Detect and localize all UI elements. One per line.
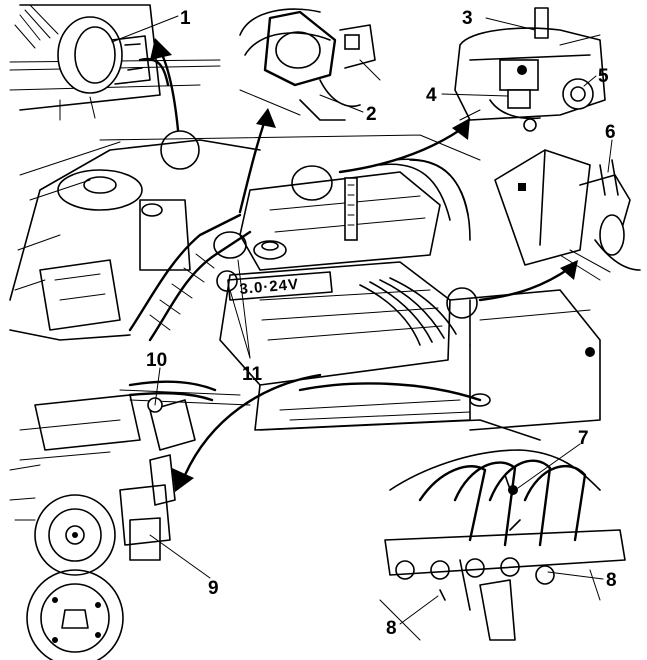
arrow-to-inset-9 — [183, 373, 322, 477]
arrowhead-9 — [172, 468, 194, 492]
arrow-to-inset-3 — [338, 128, 462, 174]
arrow-to-inset-6 — [478, 266, 572, 302]
arrow-to-inset-2 — [238, 118, 267, 214]
callout-5: 5 — [598, 66, 609, 87]
arrowhead-2 — [256, 108, 276, 128]
pointer-arrows — [150, 38, 578, 492]
callout-7: 7 — [578, 428, 589, 449]
callout-9: 9 — [208, 578, 219, 599]
callout-2: 2 — [366, 104, 377, 125]
inset-intake-manifold — [379, 449, 626, 641]
engine-badge: 3.0·24V — [239, 276, 300, 298]
callout-8-left: 8 — [386, 618, 397, 639]
arrow-to-inset-1 — [158, 48, 180, 132]
callout-4: 4 — [426, 85, 437, 106]
arrowhead-3 — [452, 118, 470, 140]
inset-connector — [494, 149, 641, 281]
leader-lines — [111, 15, 613, 625]
arrowhead-6 — [560, 260, 578, 280]
arrowhead-1 — [150, 38, 172, 60]
callout-10: 10 — [146, 350, 167, 371]
engine-bay-main-view — [9, 130, 601, 441]
callout-3: 3 — [462, 8, 473, 29]
inset-ignition-leads — [9, 380, 217, 660]
inset-throttle-body — [239, 8, 381, 121]
callout-numbers: 1 2 3 4 5 6 7 8 8 9 10 11 — [146, 8, 617, 639]
callout-6: 6 — [605, 122, 616, 143]
inset-air-flow-sensor — [9, 4, 221, 121]
callout-8-right: 8 — [606, 570, 617, 591]
inset-idle-control — [454, 7, 606, 132]
callout-1: 1 — [180, 8, 191, 29]
callout-11: 11 — [242, 364, 263, 385]
